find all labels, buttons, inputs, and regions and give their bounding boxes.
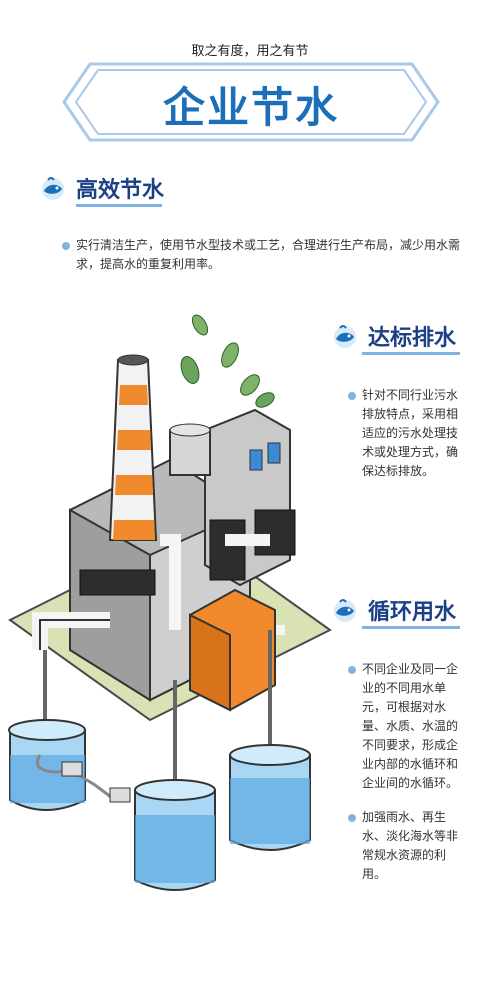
water-container-right: [229, 744, 311, 851]
fish-water-icon: [334, 325, 356, 348]
section-title: 循环用水: [368, 600, 457, 625]
bullet-dot: [62, 242, 70, 250]
section-underline: [76, 204, 162, 207]
fish-water-icon: [42, 177, 64, 200]
machinery-block: [79, 569, 156, 596]
fish-water-icon: [334, 599, 356, 622]
section-title: 达标排水: [368, 326, 457, 351]
leaf: [180, 356, 200, 384]
leaf: [255, 392, 275, 408]
section-title: 高效节水: [76, 178, 165, 203]
section-underline: [362, 626, 460, 629]
water-container-middle: [134, 779, 216, 891]
banner-frame: [62, 62, 440, 142]
page-title: 企业节水: [162, 83, 339, 132]
tagline: 取之有度，用之有节: [191, 44, 309, 59]
storage-tank: [169, 429, 211, 476]
bullet-item: 针对不同行业污水排放特点，采用相适应的污水处理技术或处理方式，确保达标排放。: [348, 386, 466, 481]
section-water-recycling: 循环用水: [330, 594, 456, 626]
section-underline: [362, 352, 460, 355]
bullet-item: 加强雨水、再生水、淡化海水等非常规水资源的利用。: [348, 808, 468, 884]
sensor-box: [109, 787, 131, 803]
factory-illustration: [8, 314, 332, 891]
bullet-dot: [348, 814, 356, 822]
sensor-box: [61, 761, 83, 777]
section-standard-discharge: 达标排水: [330, 320, 456, 352]
bullet-dot: [348, 392, 356, 400]
bullet-item: 不同企业及同一企业的不同用水单元，可根据对水量、水质、水温的不同要求，形成企业内…: [348, 660, 468, 793]
section-efficient-water: 高效节水: [38, 172, 164, 204]
leaf: [240, 374, 260, 396]
leaf: [191, 314, 209, 336]
title-banner: 企业节水: [62, 62, 440, 142]
bullet-dot: [348, 666, 356, 674]
bullet-item: 实行清洁生产，使用节水型技术或工艺，合理进行生产布局，减少用水需求，提高水的重复…: [62, 236, 462, 274]
leaf: [221, 342, 239, 368]
